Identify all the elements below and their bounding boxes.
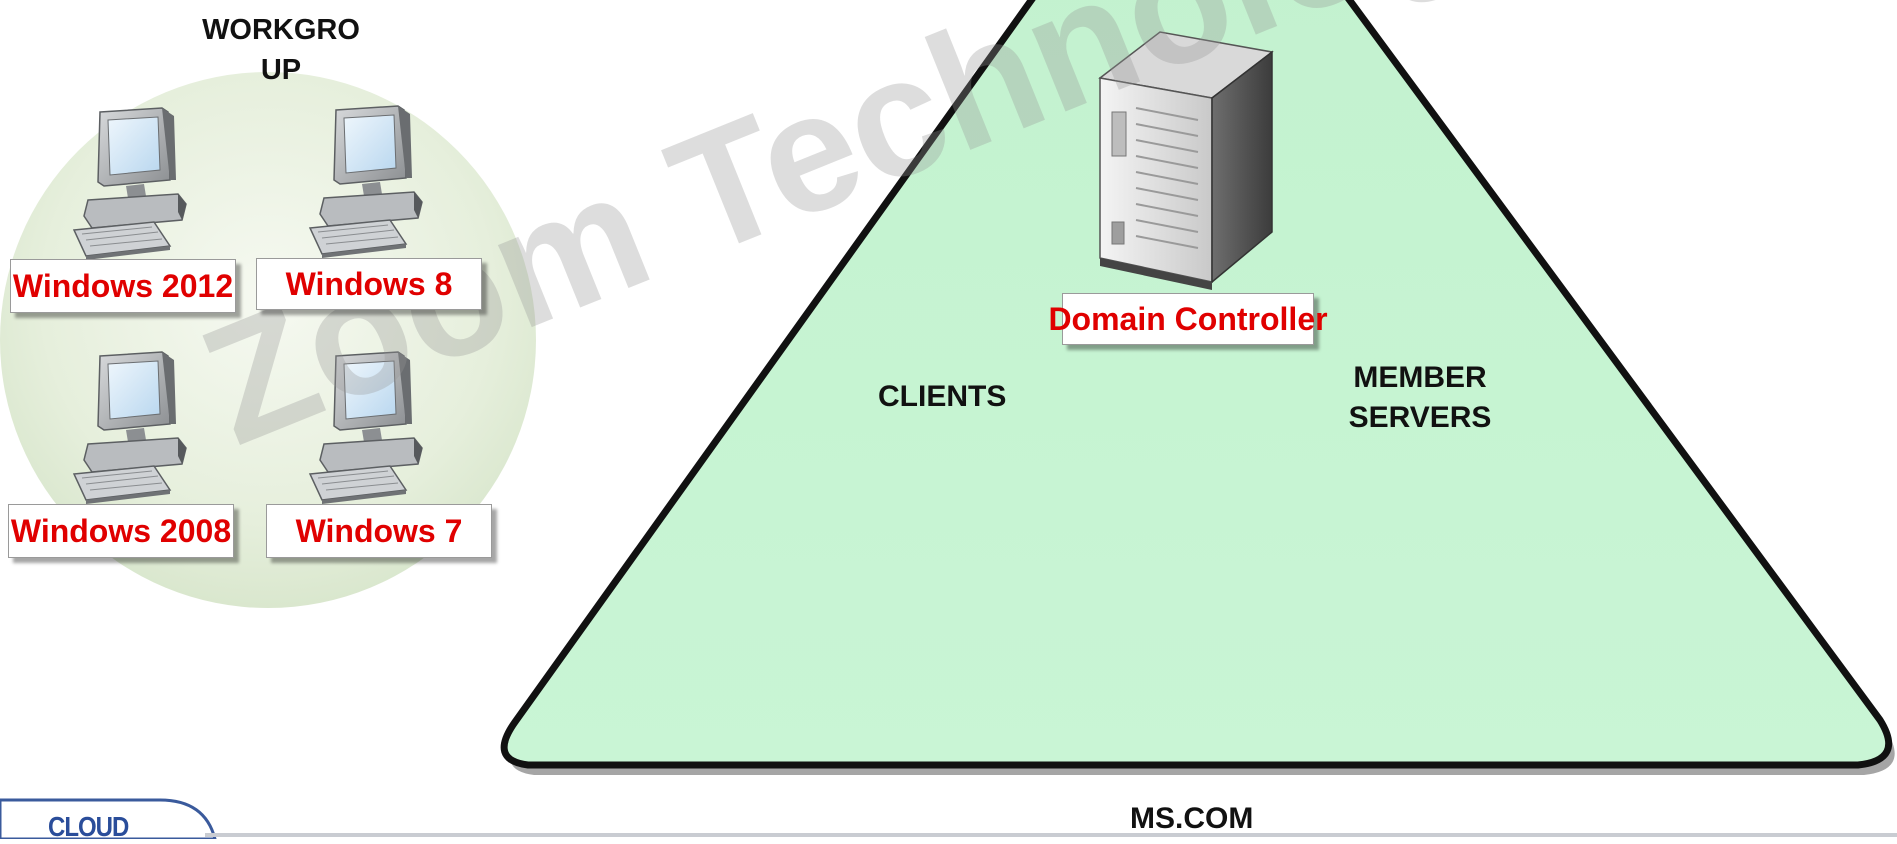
member-servers-label: MEMBER SERVERS [1348, 361, 1492, 434]
computer-label-windows-2012: Windows 2012 [10, 259, 236, 313]
clients-label: CLIENTS [878, 380, 1007, 413]
domain-name-label: MS.COM [1130, 802, 1254, 835]
computer-label-windows-2008: Windows 2008 [8, 504, 234, 558]
computer-label-windows-7: Windows 7 [266, 504, 492, 558]
computer-label-windows-8: Windows 8 [256, 258, 482, 310]
domain-controller-label: Domain Controller [1048, 293, 1328, 345]
domain-triangle [500, 0, 1893, 769]
workgroup-title: WORKGRO UP [202, 14, 360, 86]
server-tower-icon [1098, 31, 1274, 290]
logo: CLOUD [48, 811, 129, 843]
footer-divider [205, 833, 1897, 837]
